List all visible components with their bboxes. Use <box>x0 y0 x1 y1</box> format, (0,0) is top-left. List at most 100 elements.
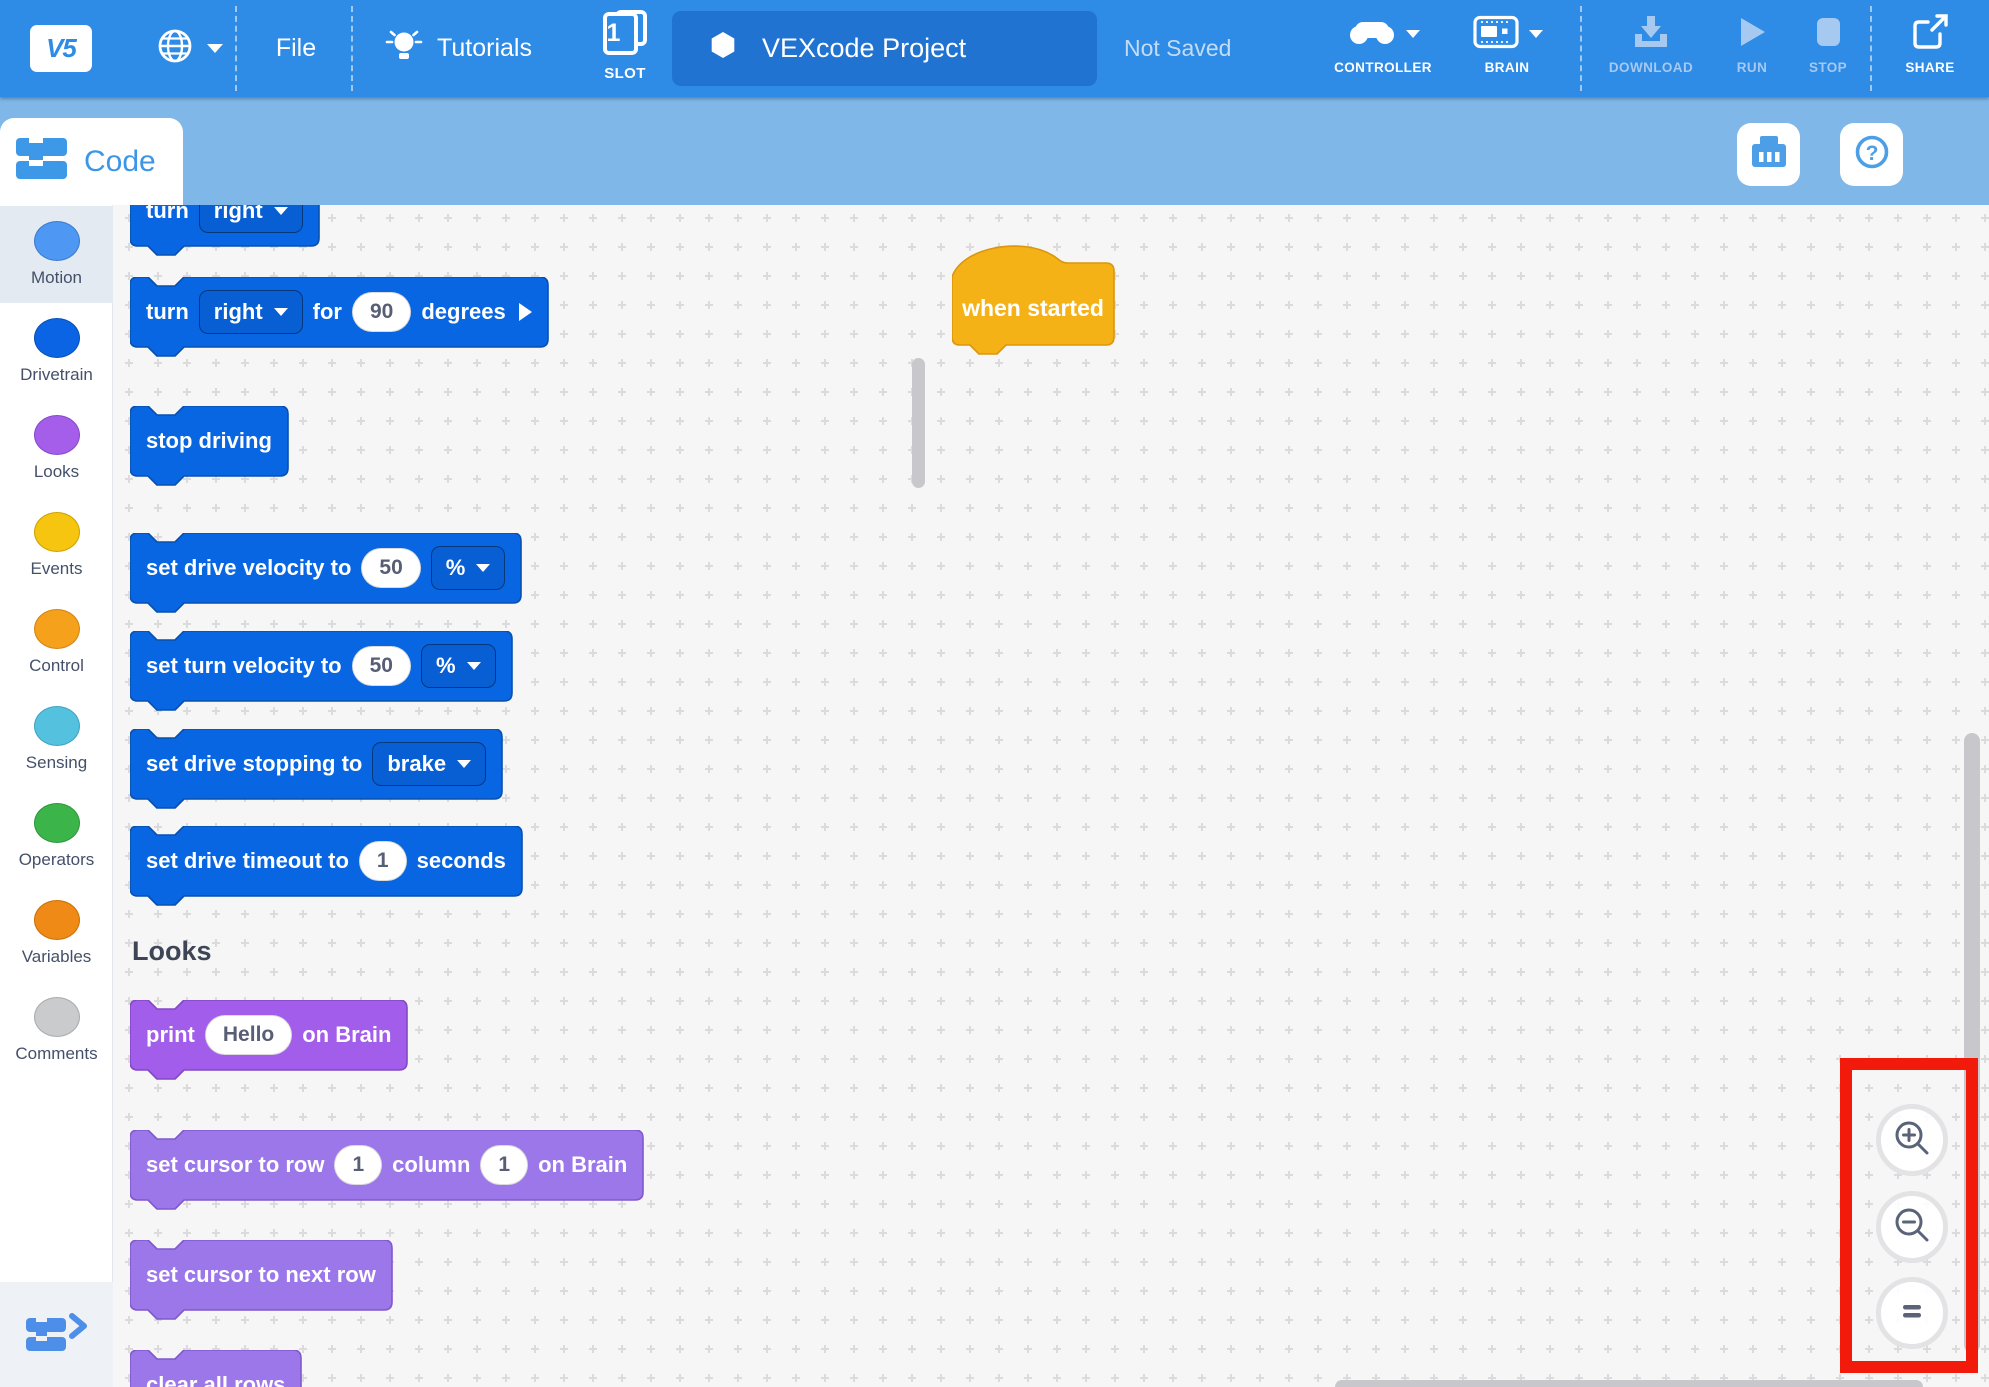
chevron-down-icon <box>457 760 472 768</box>
set-cursor-row-col-label: column <box>392 1152 471 1177</box>
file-menu-button[interactable]: File <box>250 0 342 97</box>
block-clear-all-rows[interactable]: clear all rows <box>130 1350 302 1387</box>
download-icon <box>1629 14 1673 55</box>
sidebar-item-control[interactable]: Control <box>0 594 113 691</box>
set-cursor-row-col-label: on Brain <box>538 1152 628 1177</box>
set-turn-velocity-dropdown[interactable]: % <box>420 644 496 688</box>
events-category-icon <box>33 512 80 552</box>
zoom-out-button[interactable] <box>1876 1191 1948 1263</box>
zoom-in-button[interactable] <box>1876 1104 1948 1176</box>
block-set-turn-velocity[interactable]: set turn velocity to 50% <box>130 631 513 711</box>
sensing-category-icon <box>33 706 80 746</box>
print-on-brain-input[interactable]: Hello <box>204 1015 293 1055</box>
set-drive-stopping-dropdown[interactable]: brake <box>372 742 487 786</box>
chevron-down-icon <box>1405 30 1420 38</box>
sidebar-item-drivetrain[interactable]: Drivetrain <box>0 303 113 400</box>
dropdown-value: % <box>435 653 456 678</box>
slot-button[interactable]: SLOT <box>592 0 658 97</box>
gamepad-icon <box>1347 17 1397 52</box>
set-cursor-row-col-label: set cursor to row <box>146 1152 325 1177</box>
zoom-in-icon <box>1890 1116 1934 1165</box>
help-button[interactable]: ? <box>1840 123 1903 186</box>
main-toolbar: V5 File <box>0 0 1989 97</box>
globe-icon <box>153 24 197 73</box>
run-button[interactable]: RUN <box>1720 0 1784 97</box>
tutorials-button[interactable]: Tutorials <box>372 0 542 97</box>
save-status: Not Saved <box>1124 35 1232 61</box>
file-menu-label: File <box>275 34 317 62</box>
set-cursor-row-col-input[interactable]: 1 <box>480 1145 529 1185</box>
project-name-button[interactable]: VEXcode Project <box>672 11 1097 86</box>
sidebar-item-operators[interactable]: Operators <box>0 788 113 885</box>
device-console-button[interactable] <box>1737 123 1800 186</box>
sidebar-item-comments[interactable]: Comments <box>0 982 113 1079</box>
canvas-horizontal-scrollbar[interactable] <box>1335 1380 1923 1387</box>
block-set-drive-velocity[interactable]: set drive velocity to 50% <box>130 533 522 613</box>
stop-icon <box>1813 16 1843 53</box>
sidebar-item-variables[interactable]: Variables <box>0 885 113 982</box>
chevron-down-icon <box>273 308 288 316</box>
control-category-icon <box>33 609 80 649</box>
controller-label: CONTROLLER <box>1334 60 1432 75</box>
vex-v5-logo[interactable]: V5 <box>30 25 92 72</box>
sidebar-item-events[interactable]: Events <box>0 497 113 594</box>
download-button[interactable]: DOWNLOAD <box>1596 0 1706 97</box>
stop-driving-label: stop driving <box>146 428 272 453</box>
block-set-cursor-row-col[interactable]: set cursor to row 1 column 1 on Brain <box>130 1130 644 1210</box>
brain-button[interactable]: BRAIN <box>1452 0 1562 97</box>
sidebar-item-motion[interactable]: Motion <box>0 206 113 303</box>
dropdown-value: right <box>213 299 263 324</box>
play-icon <box>1737 16 1767 53</box>
turn-right-for-label: turn <box>146 299 189 324</box>
run-label: RUN <box>1736 60 1768 75</box>
hexagon-icon <box>710 31 736 66</box>
slot-icon <box>600 10 650 63</box>
brain-label: BRAIN <box>1484 60 1530 75</box>
language-menu[interactable] <box>146 0 230 97</box>
chevron-down-icon <box>207 44 223 53</box>
block-stop-driving[interactable]: stop driving <box>130 406 289 486</box>
set-drive-velocity-label: set drive velocity to <box>146 555 352 580</box>
slot-label: SLOT <box>604 65 646 82</box>
share-button[interactable]: SHARE <box>1894 0 1966 97</box>
set-turn-velocity-label: set turn velocity to <box>146 653 342 678</box>
toolbar-divider <box>1870 6 1872 91</box>
help-icon: ? <box>1851 131 1893 178</box>
project-name: VEXcode Project <box>762 33 967 63</box>
print-on-brain-label: print <box>146 1022 195 1047</box>
chevron-down-icon <box>1528 30 1543 38</box>
tab-bar: Code ? <box>0 97 1989 205</box>
sidebar-item-looks[interactable]: Looks <box>0 400 113 497</box>
block-when-started[interactable]: when started <box>952 245 1115 355</box>
zoom-out-icon <box>1890 1203 1934 1252</box>
palette-scrollbar[interactable] <box>912 358 925 488</box>
sidebar-item-sensing[interactable]: Sensing <box>0 691 113 788</box>
dropdown-value: brake <box>387 751 447 776</box>
set-turn-velocity-input[interactable]: 50 <box>351 646 411 686</box>
expand-arrow-icon[interactable] <box>518 303 532 321</box>
set-drive-velocity-input[interactable]: 50 <box>361 548 421 588</box>
set-drive-velocity-dropdown[interactable]: % <box>430 546 506 590</box>
turn-right-for-input[interactable]: 90 <box>351 292 412 332</box>
set-cursor-row-col-input[interactable]: 1 <box>334 1145 383 1185</box>
sidebar-item-label: Motion <box>30 268 83 287</box>
toolbar-divider <box>1580 6 1582 91</box>
tab-code[interactable]: Code <box>0 118 183 205</box>
svg-text:?: ? <box>1865 142 1878 165</box>
canvas-vertical-scrollbar[interactable] <box>1964 733 1980 1353</box>
download-label: DOWNLOAD <box>1608 60 1694 75</box>
turn-right-for-dropdown[interactable]: right <box>198 290 303 334</box>
blocks-icon <box>14 133 72 190</box>
set-drive-timeout-input[interactable]: 1 <box>358 841 407 881</box>
stop-button[interactable]: STOP <box>1796 0 1860 97</box>
collapse-palette-button[interactable] <box>0 1282 113 1387</box>
controller-button[interactable]: CONTROLLER <box>1316 0 1450 97</box>
lightbulb-icon <box>382 26 426 71</box>
block-set-cursor-next-row[interactable]: set cursor to next row <box>130 1240 393 1320</box>
zoom-reset-button[interactable] <box>1876 1277 1948 1349</box>
